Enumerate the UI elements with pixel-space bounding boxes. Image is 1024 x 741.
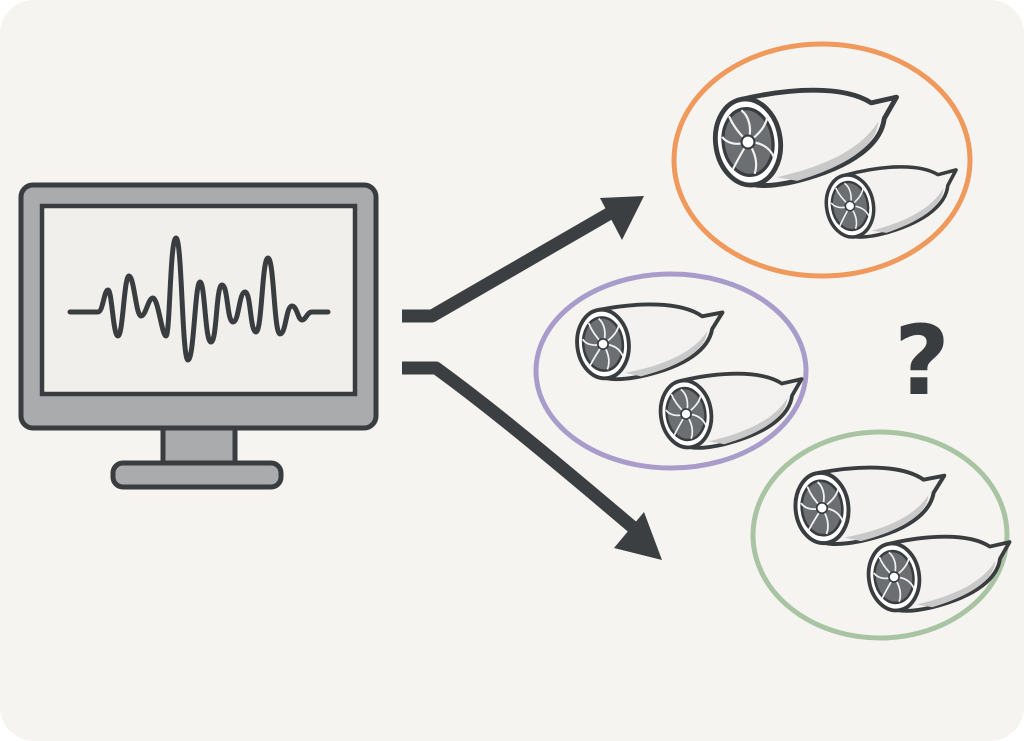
cluster-orange (671, 41, 973, 279)
waveform-icon (67, 235, 331, 363)
arrow-to-lower-clusters (402, 361, 662, 560)
monitor-icon (18, 182, 379, 490)
arrow-to-orange-cluster (402, 196, 644, 323)
question-mark: ? (894, 305, 950, 417)
cluster-green (750, 429, 1020, 641)
cluster-purple (533, 271, 812, 471)
